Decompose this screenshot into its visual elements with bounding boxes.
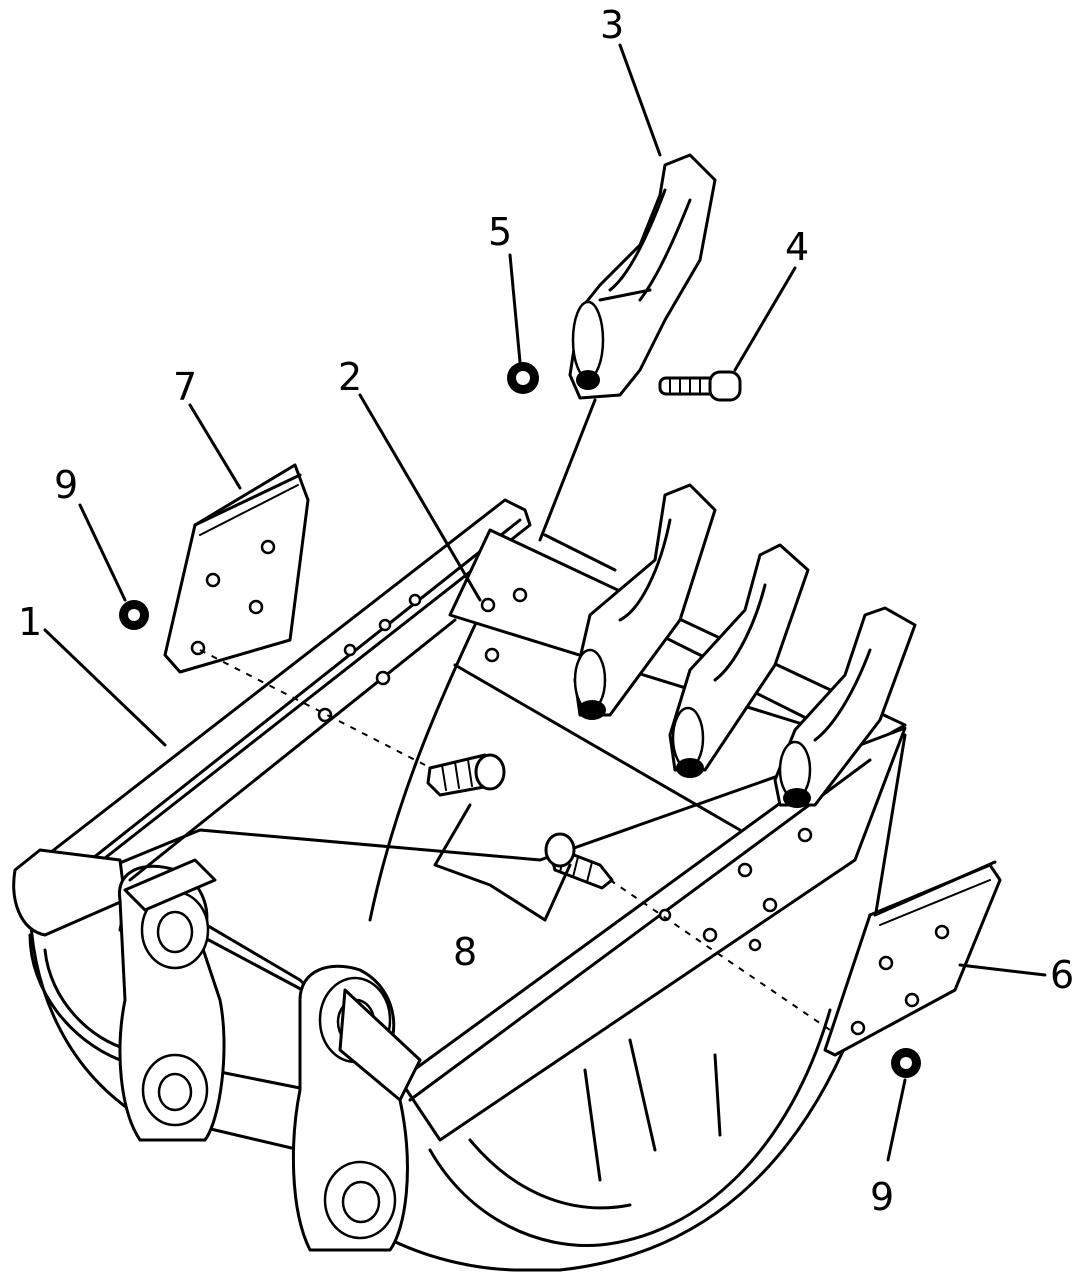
callout-5: 5 <box>488 210 512 254</box>
pin-lock-exploded <box>507 362 539 394</box>
callout-2: 2 <box>338 355 362 399</box>
side-cutter-left <box>163 463 310 674</box>
cutter-bolts <box>426 753 614 922</box>
pin-bolt-exploded <box>658 370 742 402</box>
callout-7: 7 <box>173 365 197 409</box>
mounted-teeth <box>573 483 917 808</box>
side-cutter-right <box>823 860 1002 1057</box>
tooth-point-exploded <box>568 153 717 400</box>
callout-3: 3 <box>600 3 624 47</box>
leader-lines <box>43 43 1047 1162</box>
callout-6: 6 <box>1050 953 1074 997</box>
callout-9-right: 9 <box>870 1175 894 1219</box>
callout-9-left: 9 <box>54 463 78 507</box>
nuts <box>119 600 921 1078</box>
callout-labels: 3 5 4 2 7 9 1 8 6 9 <box>18 3 1074 1219</box>
callout-1: 1 <box>18 600 42 644</box>
bucket <box>12 498 907 1272</box>
callout-8: 8 <box>453 930 477 974</box>
assembly-lines <box>199 398 831 1031</box>
callout-4: 4 <box>785 225 809 269</box>
